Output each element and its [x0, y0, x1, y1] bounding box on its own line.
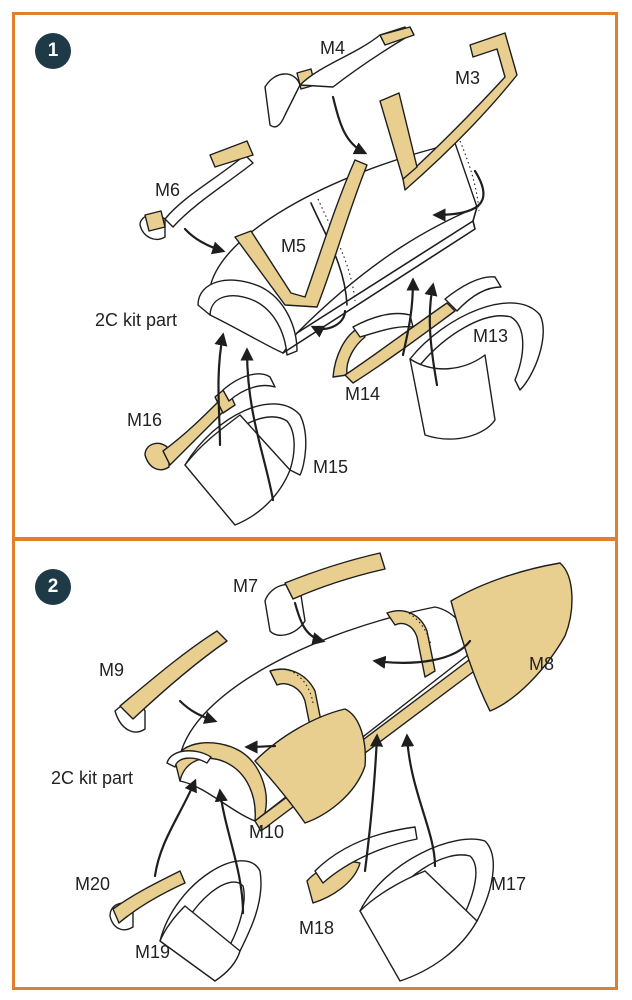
label-kit-part-2: 2C kit part [51, 768, 134, 788]
label-kit-part-1: 2C kit part [95, 310, 178, 330]
label-m16: M16 [127, 410, 163, 430]
part-m15 [184, 403, 307, 526]
part-m9 [114, 630, 228, 733]
step-1-panel: 1 [12, 12, 618, 540]
label-m8: M8 [529, 654, 555, 674]
label-m10: M10 [249, 822, 285, 842]
part-m19 [159, 860, 262, 982]
part-m5 [234, 159, 368, 308]
label-m4: M4 [320, 38, 346, 58]
part-m8 [450, 562, 573, 712]
label-m13: M13 [473, 326, 509, 346]
label-m9: M9 [99, 660, 125, 680]
label-m18: M18 [299, 918, 335, 938]
label-m6: M6 [155, 180, 181, 200]
part-m10 [254, 708, 367, 824]
label-m7: M7 [233, 576, 259, 596]
label-m19: M19 [135, 942, 171, 962]
step-2-badge: 2 [35, 569, 71, 605]
step-1-badge: 1 [35, 33, 71, 69]
label-m15: M15 [313, 457, 349, 477]
label-m20: M20 [75, 874, 111, 894]
step-1-illustration [139, 26, 544, 526]
part-m7 [264, 552, 386, 637]
label-m3: M3 [455, 68, 481, 88]
part-m3 [379, 32, 518, 191]
part-m20 [109, 870, 186, 931]
part-m14 [332, 276, 502, 384]
part-m17 [359, 838, 494, 982]
label-m5: M5 [281, 236, 307, 256]
part-m4 [264, 26, 415, 128]
step-2-panel: 2 [12, 538, 618, 990]
step-2-illustration [109, 552, 573, 982]
part-m6 [139, 140, 254, 241]
label-m17: M17 [491, 874, 527, 894]
kit-part-nacelle-1 [197, 140, 480, 356]
part-m13 [409, 302, 544, 440]
label-m14: M14 [345, 384, 381, 404]
